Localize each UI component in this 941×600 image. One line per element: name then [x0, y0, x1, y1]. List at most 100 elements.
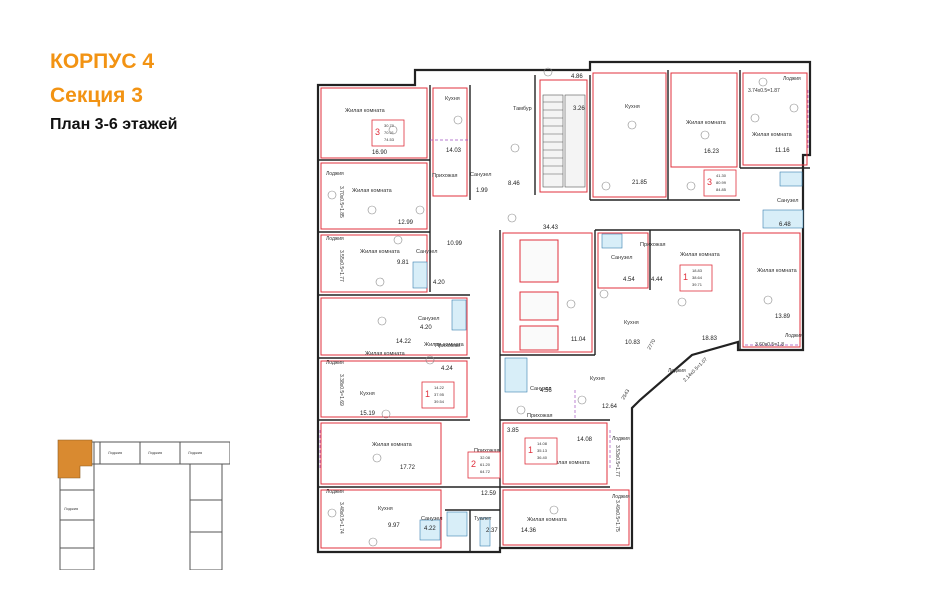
room-area: 4.44: [651, 277, 663, 283]
apartment-full-area: 64.72: [480, 469, 491, 474]
room-area: 9.97: [388, 523, 400, 529]
apartment-living-area: 32.08: [480, 455, 491, 460]
room-label: Кухня: [360, 391, 375, 397]
room-label: Жилая комната: [372, 442, 413, 448]
room-area: 10.99: [447, 241, 463, 247]
apartment-total-area: 35.13: [537, 448, 548, 453]
apartment-total-area: 37.95: [434, 392, 445, 397]
room-area: 16.23: [704, 149, 720, 155]
apartment-badge: 3 30.70 70.91 74.53: [371, 119, 405, 147]
loggia-formula: 3.38x0.5=1.69: [338, 374, 344, 406]
room-area: 17.72: [400, 465, 416, 471]
building-title: КОРПУС 4: [50, 50, 154, 73]
room-area: 4.54: [623, 277, 635, 283]
apartment-rooms: 2: [471, 459, 476, 469]
room-area: 14.22: [396, 339, 412, 345]
loggia-formula: 3.53x0.5=1.77: [614, 445, 620, 477]
loggia-formula: 3.49x0.5=1.75: [614, 500, 620, 532]
apartment-badge: 1 14.08 35.13 36.40: [524, 437, 558, 465]
room-area: 2.37: [486, 528, 498, 534]
room-area: 4.56: [540, 388, 552, 394]
loggia-label: Лоджия: [326, 360, 344, 366]
room-label: Жилая комната: [757, 268, 798, 274]
room-label: Кухня: [445, 96, 460, 102]
room-area: 14.08: [577, 437, 593, 443]
room-area: 21.85: [632, 180, 648, 186]
room-area: 11.16: [775, 148, 790, 154]
apartment-rooms: 3: [375, 127, 380, 137]
loggia-formula: 3.74x0.5=1.87: [748, 88, 780, 94]
apartment-total-area: 61.20: [480, 462, 491, 467]
keyplan-label: Лоджия: [108, 450, 122, 455]
room-label: Санузел: [777, 198, 798, 204]
room-area: 12.59: [481, 491, 497, 497]
room-area: 4.20: [420, 325, 432, 331]
loggia-label: Лоджия: [783, 76, 801, 82]
room-area: 9.81: [397, 260, 409, 266]
room-label: Санузел: [611, 255, 632, 261]
room-label: Жилая комната: [686, 120, 727, 126]
apartment-living-area: 18.83: [692, 268, 703, 273]
room-label: Жилая комната: [352, 188, 393, 194]
room-area: 4.20: [433, 280, 445, 286]
apartment-total-area: 70.91: [384, 130, 395, 135]
room-area: 14.36: [521, 528, 537, 534]
room-label: Жилая комната: [345, 108, 386, 114]
plan-title: План 3-6 этажей: [50, 116, 178, 133]
loggia-label: Лоджия: [326, 171, 344, 177]
room-area: 15.19: [360, 411, 376, 417]
apartment-full-area: 39.54: [434, 399, 445, 404]
room-label: Санузел: [418, 316, 439, 322]
apartment-rooms: 3: [707, 177, 712, 187]
room-area: 4.24: [441, 366, 453, 372]
apartment-full-area: 39.71: [692, 282, 703, 287]
room-area: 34.43: [543, 225, 559, 231]
keyplan-label: Лоджия: [148, 450, 162, 455]
room-label: Кухня: [625, 104, 640, 110]
room-label: Туалет: [474, 516, 492, 522]
room-label: Прихожая: [527, 413, 553, 419]
apartment-living-area: 30.70: [384, 123, 395, 128]
fixtures: [412, 171, 804, 547]
room-area: 13.89: [775, 314, 791, 320]
apartment-badge: 1 14.22 37.95 39.54: [421, 381, 455, 409]
elevator-shafts: [519, 239, 559, 351]
room-area: 3.26: [573, 106, 585, 112]
loggia-label: Лоджия: [612, 494, 630, 500]
room-area: 8.46: [508, 181, 520, 187]
apartment-living-area: 14.08: [537, 441, 548, 446]
apartment-full-area: 84.85: [716, 187, 727, 192]
apartment-full-area: 74.53: [384, 137, 395, 142]
keyplan-label: Лоджия: [188, 450, 202, 455]
key-plan: Лоджия Лоджия Лоджия Лоджия: [57, 439, 230, 570]
room-label: Тамбур: [513, 106, 532, 112]
apartment-rooms: 1: [425, 389, 430, 399]
loggia-formula: 3.60x0.5=1.8: [755, 342, 784, 348]
loggia-label: Лоджия: [326, 489, 344, 495]
apartment-badge: 3 41.30 80.99 84.85: [703, 169, 737, 197]
apartment-rooms: 1: [528, 445, 533, 455]
room-markers: [327, 67, 799, 547]
room-area: 1.99: [476, 188, 488, 194]
room-label: Прихожая: [474, 448, 500, 454]
room-label: Жилая комната: [752, 132, 793, 138]
room-label: Жилая комната: [360, 249, 401, 255]
apartment-total-area: 38.64: [692, 275, 703, 280]
apartment-outlines: [320, 72, 808, 549]
room-area: 14.03: [446, 148, 462, 154]
dimension-label: 2543: [621, 388, 632, 401]
room-area: 18.83: [702, 336, 718, 342]
room-label: Кухня: [590, 376, 605, 382]
room-label: Жилая комната: [550, 460, 591, 466]
dimension-label: 2770: [647, 338, 658, 351]
room-label: Санузел: [470, 172, 491, 178]
room-area: 3.85: [507, 428, 519, 434]
apartment-living-area: 41.30: [716, 173, 727, 178]
loggia-label: Лоджия: [612, 436, 630, 442]
loggia-label: Лоджия: [668, 368, 686, 374]
apartment-full-area: 36.40: [537, 455, 548, 460]
room-area: 12.64: [602, 404, 618, 410]
apartment-total-area: 80.99: [716, 180, 727, 185]
section-title: Секция 3: [50, 84, 143, 107]
